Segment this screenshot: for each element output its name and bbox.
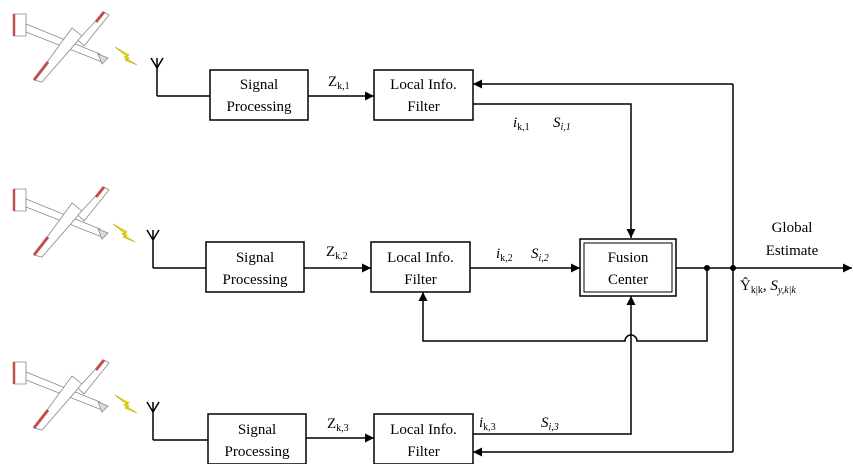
fusion-center-label: Center [608, 272, 648, 288]
local-filter-label: Filter [407, 99, 440, 115]
aircraft-3-icon [14, 360, 109, 430]
local-filter-label: Local Info. [390, 77, 457, 93]
i-label-3: ik,3 [479, 415, 496, 433]
local-filter-label: Local Info. [387, 250, 454, 266]
aircraft-2-icon [14, 187, 109, 257]
local-filter-label: Filter [407, 444, 440, 460]
antenna-1-icon [151, 58, 163, 96]
antenna-2-icon [147, 230, 159, 268]
s-label-2: Si,2 [531, 246, 549, 264]
signal-processing-label: Signal [240, 77, 278, 93]
z-label-3: Zk,3 [327, 416, 349, 434]
signal-processing-label: Processing [227, 99, 292, 115]
z-label-1: Zk,1 [328, 74, 350, 92]
local-filter-label: Local Info. [390, 422, 457, 438]
z-label-2: Zk,2 [326, 244, 348, 262]
antenna-3-icon [147, 402, 159, 440]
signal-processing-label: Signal [236, 250, 274, 266]
signal-processing-label: Signal [238, 422, 276, 438]
signal-processing-label: Processing [225, 444, 290, 460]
lightning-2-icon [113, 224, 135, 242]
global-estimate-title: Global [772, 220, 813, 236]
i-label-1: ik,1 [513, 115, 530, 133]
lightning-3-icon [115, 395, 137, 413]
s-label-3: Si,3 [541, 415, 559, 433]
global-estimate-symbols: Ŷk|k, Sy,k|k [740, 277, 796, 296]
aircraft-1-icon [14, 12, 109, 82]
local-filter-label: Filter [404, 272, 437, 288]
i-label-2: ik,2 [496, 246, 513, 264]
global-estimate-title: Estimate [766, 243, 819, 259]
fusion-center-label: Fusion [608, 250, 649, 266]
lightning-1-icon [115, 47, 137, 65]
s-label-1: Si,1 [553, 115, 571, 133]
signal-processing-label: Processing [223, 272, 288, 288]
